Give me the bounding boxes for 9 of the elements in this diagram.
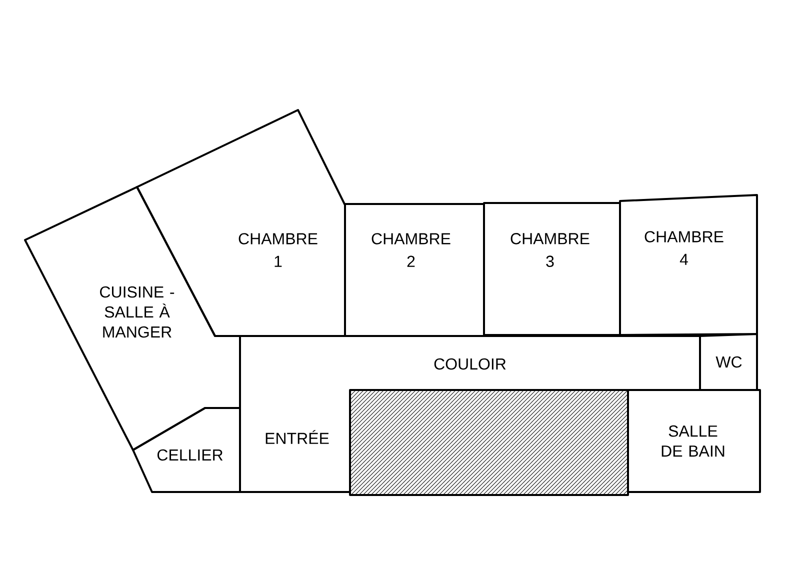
room: CELLIER [132, 407, 241, 493]
room: ENTRÉE [239, 390, 351, 493]
room: CHAMBRE 4 [619, 194, 758, 336]
room: CHAMBRE 2 [344, 203, 485, 337]
room: COULOIR [239, 335, 701, 391]
hatched-area [349, 389, 629, 496]
room: SALLE DE BAIN [627, 389, 761, 493]
room: CHAMBRE 3 [483, 202, 621, 336]
room: WC [699, 333, 758, 391]
